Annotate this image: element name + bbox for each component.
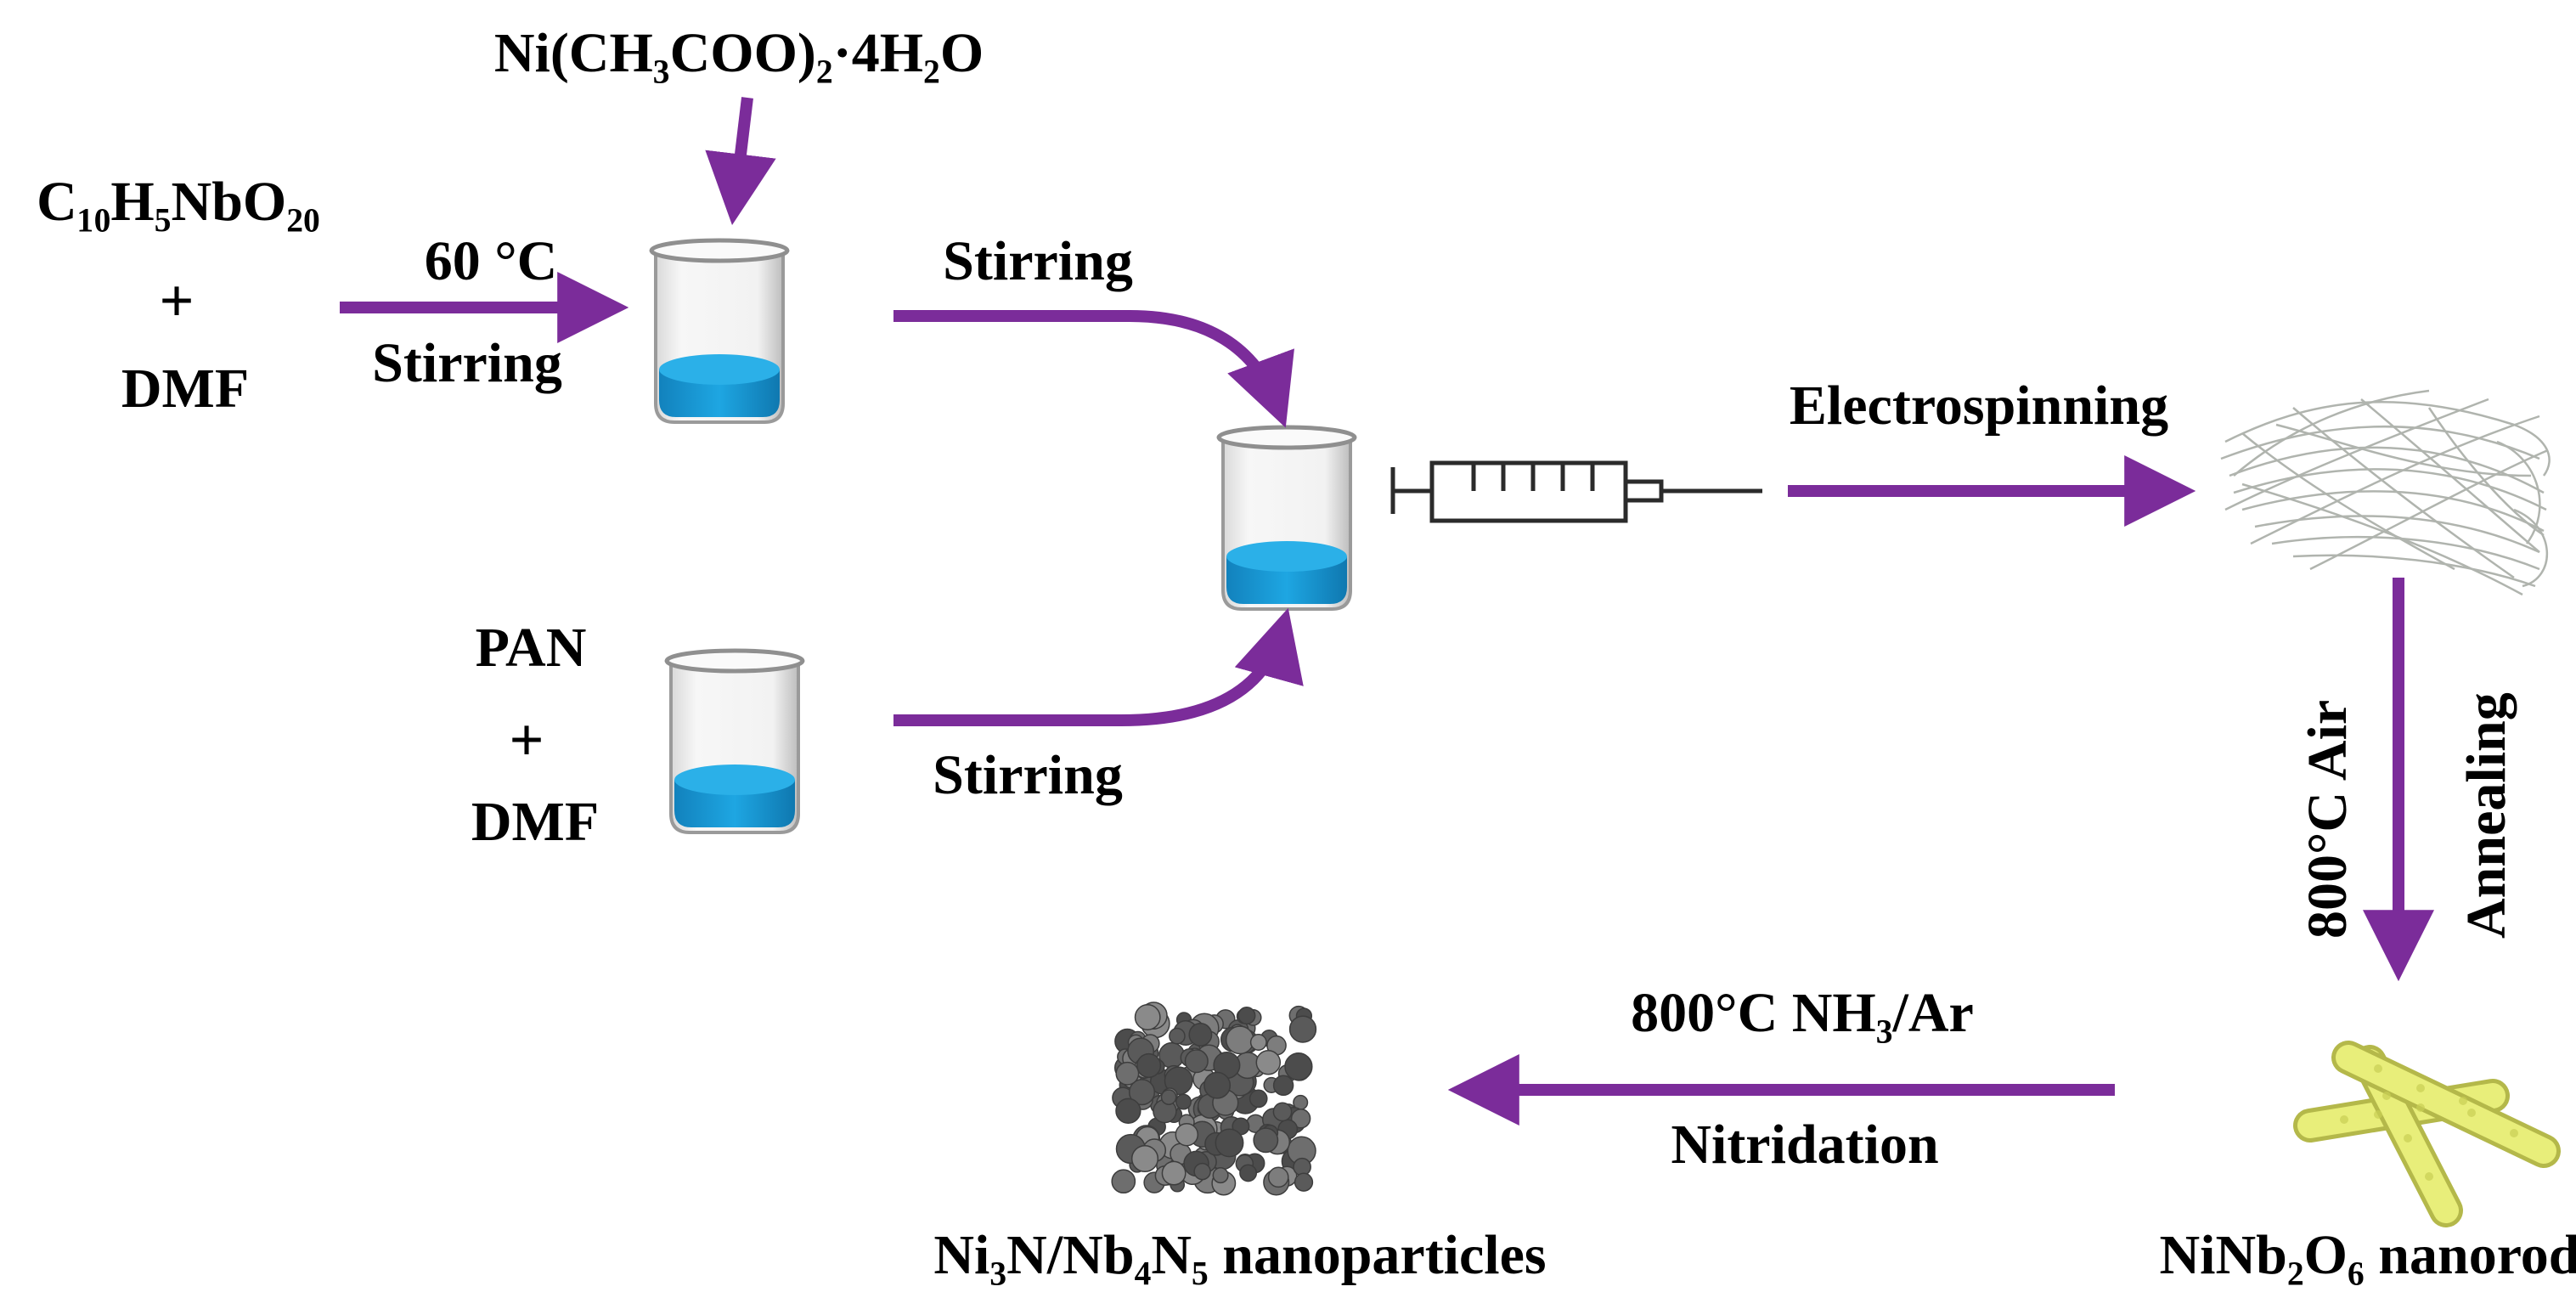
beaker-pan [667, 651, 803, 832]
nanoparticles-product-label: Ni₃N/Nb₄N₅ nanoparticles [933, 1224, 1547, 1286]
annealing-label: Annealing [2455, 692, 2517, 939]
nitridation-label: Nitridation [1671, 1114, 1939, 1176]
beaker-nickel [651, 240, 787, 422]
anneal-condition-label: 800°C Air [2297, 699, 2359, 939]
nanorod-product-label: NiNb₂O₆ nanorod [2159, 1224, 2576, 1286]
arrow-add-nickel [705, 97, 776, 226]
arrow-mix-bottom [893, 607, 1304, 726]
dmf-label-1: DMF [121, 358, 250, 420]
nickel-acetate-label: Ni(CH₃COO)₂·4H₂O [493, 22, 984, 84]
nanorod-icon [2293, 1041, 2561, 1227]
syringe-icon [1390, 460, 1762, 523]
nitridation-condition-label: 800°C NH₃/Ar [1631, 982, 1974, 1044]
beaker-mixture [1219, 427, 1355, 609]
nanoparticles-icon [1111, 1001, 1317, 1196]
niobium-source-label: C₁₀H₅NbO₂₀ [37, 171, 320, 233]
dmf-label-2: DMF [471, 791, 600, 853]
plus-sign-2: + [509, 706, 544, 774]
heating-stirring-label: Stirring [372, 332, 562, 394]
mix-stirring-bottom-label: Stirring [933, 744, 1123, 806]
arrow-mix-top [893, 310, 1294, 428]
electrospinning-label: Electrospinning [1789, 375, 2169, 437]
pan-label: PAN [475, 617, 587, 679]
fiber-mat-icon [2220, 389, 2551, 596]
heating-temp-label: 60 °C [424, 230, 558, 292]
mix-stirring-top-label: Stirring [943, 230, 1133, 292]
process-arrows [340, 97, 2434, 1126]
plus-sign-1: + [159, 267, 194, 335]
